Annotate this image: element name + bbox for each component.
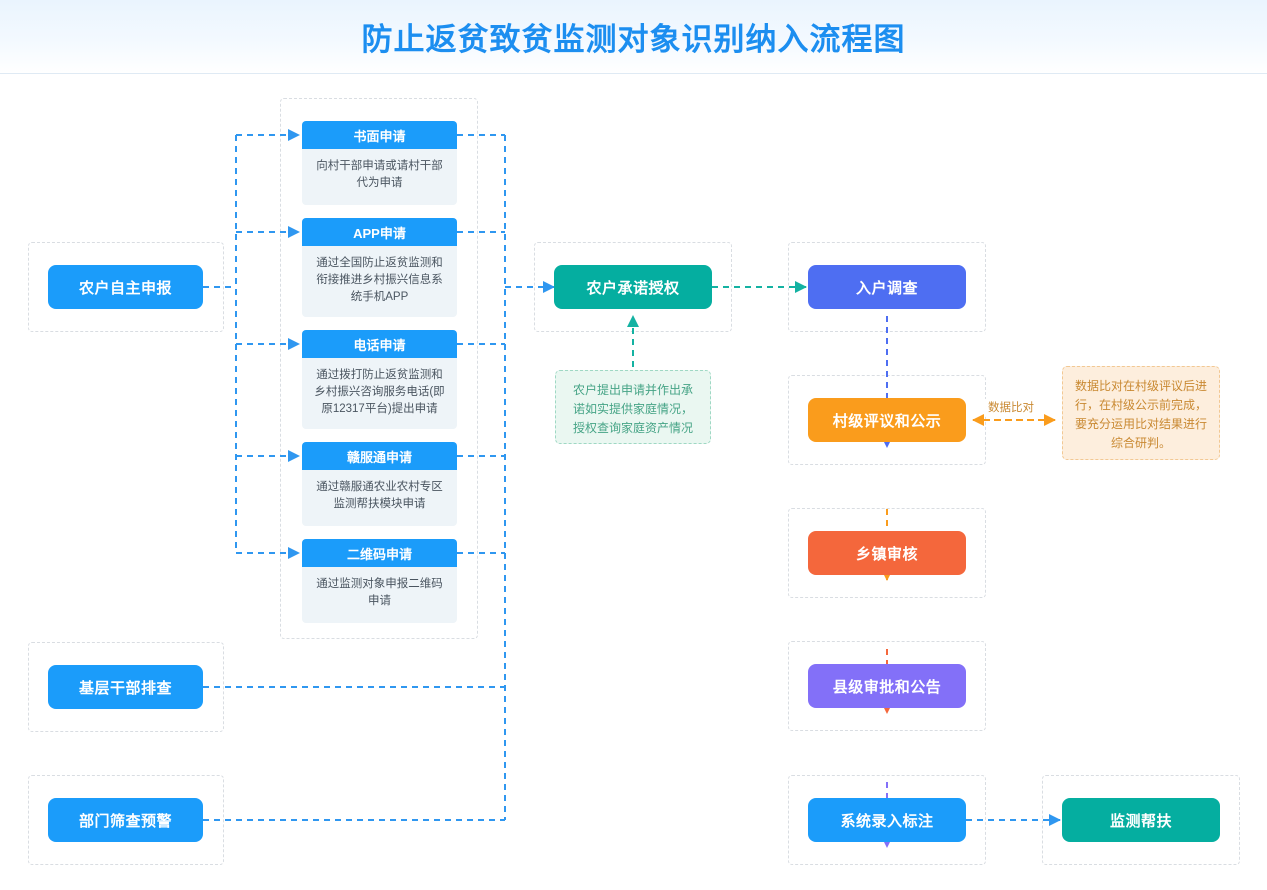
node-label: 入户调查 (855, 279, 918, 297)
node-self-declare[interactable]: 农户自主申报 (48, 265, 203, 309)
note-data-compare: 数据比对在村级评议后进行，在村级公示前完成，要充分运用比对结果进行综合研判。 (1062, 366, 1220, 460)
page-title: 防止返贫致贫监测对象识别纳入流程图 (361, 22, 906, 57)
flowchart-canvas: 农户自主申报 基层干部排查 部门筛查预警 书面申请 向村干部申请或请村干部代为申… (0, 73, 1267, 890)
page-header: 防止返贫致贫监测对象识别纳入流程图 (0, 0, 1267, 74)
note-text: 数据比对在村级评议后进行，在村级公示前完成，要充分运用比对结果进行综合研判。 (1075, 379, 1208, 450)
node-village-review[interactable]: 村级评议和公示 (808, 398, 966, 442)
group-township-audit (788, 508, 986, 598)
node-label: 乡镇审核 (855, 545, 918, 563)
node-dept-alert[interactable]: 部门筛查预警 (48, 798, 203, 842)
card-title: 书面申请 (302, 121, 457, 149)
node-household-survey[interactable]: 入户调查 (808, 265, 966, 309)
group-source-cadre-survey (28, 642, 224, 732)
card-written-application[interactable]: 书面申请 向村干部申请或请村干部代为申请 (302, 121, 457, 205)
card-app-application[interactable]: APP申请 通过全国防止返贫监测和衔接推进乡村振兴信息系统手机APP (302, 218, 457, 317)
node-system-entry[interactable]: 系统录入标注 (808, 798, 966, 842)
node-township-audit[interactable]: 乡镇审核 (808, 531, 966, 575)
card-ganfutong-application[interactable]: 赣服通申请 通过赣服通农业农村专区监测帮扶模块申请 (302, 442, 457, 526)
note-commitment: 农户提出申请并作出承诺如实提供家庭情况，授权查询家庭资产情况 (555, 370, 711, 444)
node-county-approval[interactable]: 县级审批和公告 (808, 664, 966, 708)
node-label: 监测帮扶 (1109, 812, 1172, 830)
card-desc: 通过赣服通农业农村专区监测帮扶模块申请 (302, 470, 457, 526)
card-desc: 通过监测对象申报二维码申请 (302, 567, 457, 623)
group-system-entry (788, 775, 986, 865)
group-assistance (1042, 775, 1240, 865)
group-source-self-declare (28, 242, 224, 332)
card-qrcode-application[interactable]: 二维码申请 通过监测对象申报二维码申请 (302, 539, 457, 623)
card-title: 赣服通申请 (302, 442, 457, 470)
card-desc: 通过拨打防止返贫监测和乡村振兴咨询服务电话(即原12317平台)提出申请 (302, 358, 457, 429)
node-label: 部门筛查预警 (78, 812, 172, 830)
node-label: 农户自主申报 (78, 279, 172, 297)
node-label: 系统录入标注 (840, 812, 934, 830)
card-phone-application[interactable]: 电话申请 通过拨打防止返贫监测和乡村振兴咨询服务电话(即原12317平台)提出申… (302, 330, 457, 429)
node-label: 农户承诺授权 (586, 279, 680, 297)
card-title: 二维码申请 (302, 539, 457, 567)
group-apply-channels (280, 98, 478, 639)
node-cadre-survey[interactable]: 基层干部排查 (48, 665, 203, 709)
node-label: 村级评议和公示 (832, 412, 942, 430)
group-source-dept-alert (28, 775, 224, 865)
label-data-compare: 数据比对 (985, 399, 1037, 415)
card-title: APP申请 (302, 218, 457, 246)
connector-wires (203, 129, 1061, 848)
node-commitment[interactable]: 农户承诺授权 (554, 265, 712, 309)
node-assistance[interactable]: 监测帮扶 (1062, 798, 1220, 842)
note-text: 农户提出申请并作出承诺如实提供家庭情况，授权查询家庭资产情况 (572, 383, 693, 435)
group-county-approval (788, 641, 986, 731)
card-desc: 通过全国防止返贫监测和衔接推进乡村振兴信息系统手机APP (302, 246, 457, 317)
node-label: 基层干部排查 (78, 679, 172, 697)
card-title: 电话申请 (302, 330, 457, 358)
node-label: 县级审批和公告 (832, 678, 942, 696)
card-desc: 向村干部申请或请村干部代为申请 (302, 149, 457, 205)
